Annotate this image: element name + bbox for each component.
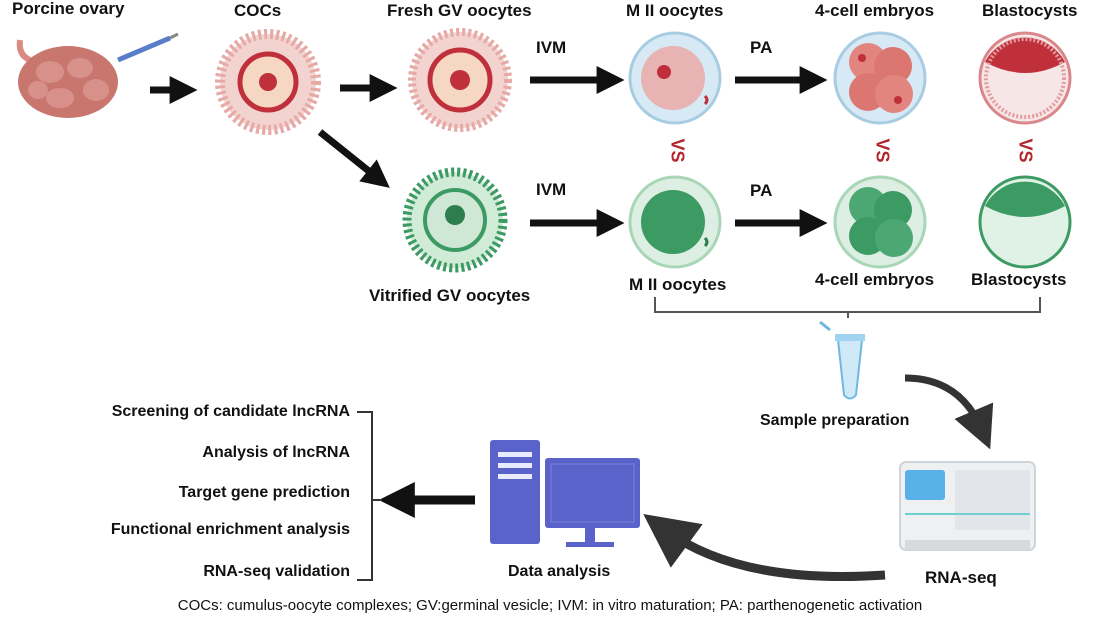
label-blast-bottom: Blastocysts <box>971 270 1067 289</box>
analysis-item-screening: Screening of candidate lncRNA <box>111 403 350 420</box>
fresh-gv-oocyte <box>408 28 512 132</box>
mii-oocyte-vitrified <box>628 175 722 269</box>
analysis-item-validation: RNA-seq validation <box>203 563 350 580</box>
analysis-item-target: Target gene prediction <box>178 484 350 501</box>
label-mii-bottom: M II oocytes <box>629 275 727 294</box>
four-cell-embryo-vitrified <box>833 175 927 269</box>
label-porcine-ovary: Porcine ovary <box>12 0 125 18</box>
vs-label-blast: VS <box>1015 138 1036 163</box>
cocs-cell <box>215 29 321 135</box>
label-rna-seq: RNA-seq <box>925 568 997 587</box>
analysis-item-lncrna: Analysis of lncRNA <box>202 444 350 461</box>
sample-bracket <box>654 297 1041 313</box>
analysis-item-enrichment: Functional enrichment analysis <box>110 521 350 538</box>
abbreviation-legend: COCs: cumulus-oocyte complexes; GV:germi… <box>177 597 923 614</box>
computer-icon <box>490 440 640 547</box>
label-pa-bottom: PA <box>750 181 773 200</box>
arrow-cocs-vitrified <box>317 129 390 188</box>
sequencer-icon <box>899 461 1036 551</box>
label-sample-prep: Sample preparation <box>760 412 910 429</box>
arrow-to-rnaseq <box>904 374 994 450</box>
label-mii-top: M II oocytes <box>626 1 724 20</box>
label-fresh-gv: Fresh GV oocytes <box>387 1 532 20</box>
label-pa-top: PA <box>750 38 773 57</box>
vs-label-mii: VS <box>667 138 688 163</box>
label-4cell-top: 4-cell embryos <box>815 1 935 20</box>
label-vitrified-gv: Vitrified GV oocytes <box>369 286 531 305</box>
vs-label-4cell: VS <box>872 138 893 163</box>
label-ivm-top: IVM <box>536 38 567 57</box>
analysis-bracket <box>357 411 373 581</box>
label-cocs: COCs <box>234 1 282 20</box>
mii-oocyte-fresh <box>628 31 722 125</box>
vitrified-gv-oocyte <box>402 167 508 273</box>
label-ivm-bottom: IVM <box>536 180 567 199</box>
blastocyst-fresh <box>978 31 1072 125</box>
arrow-to-data-analysis <box>643 514 886 581</box>
label-4cell-bottom: 4-cell embryos <box>815 270 935 289</box>
tube-icon <box>819 320 865 400</box>
label-data-analysis: Data analysis <box>508 563 611 580</box>
blastocyst-vitrified <box>978 175 1072 269</box>
four-cell-embryo-fresh <box>833 31 927 125</box>
ovary-illustration <box>16 32 179 118</box>
label-blast-top: Blastocysts <box>982 1 1078 20</box>
